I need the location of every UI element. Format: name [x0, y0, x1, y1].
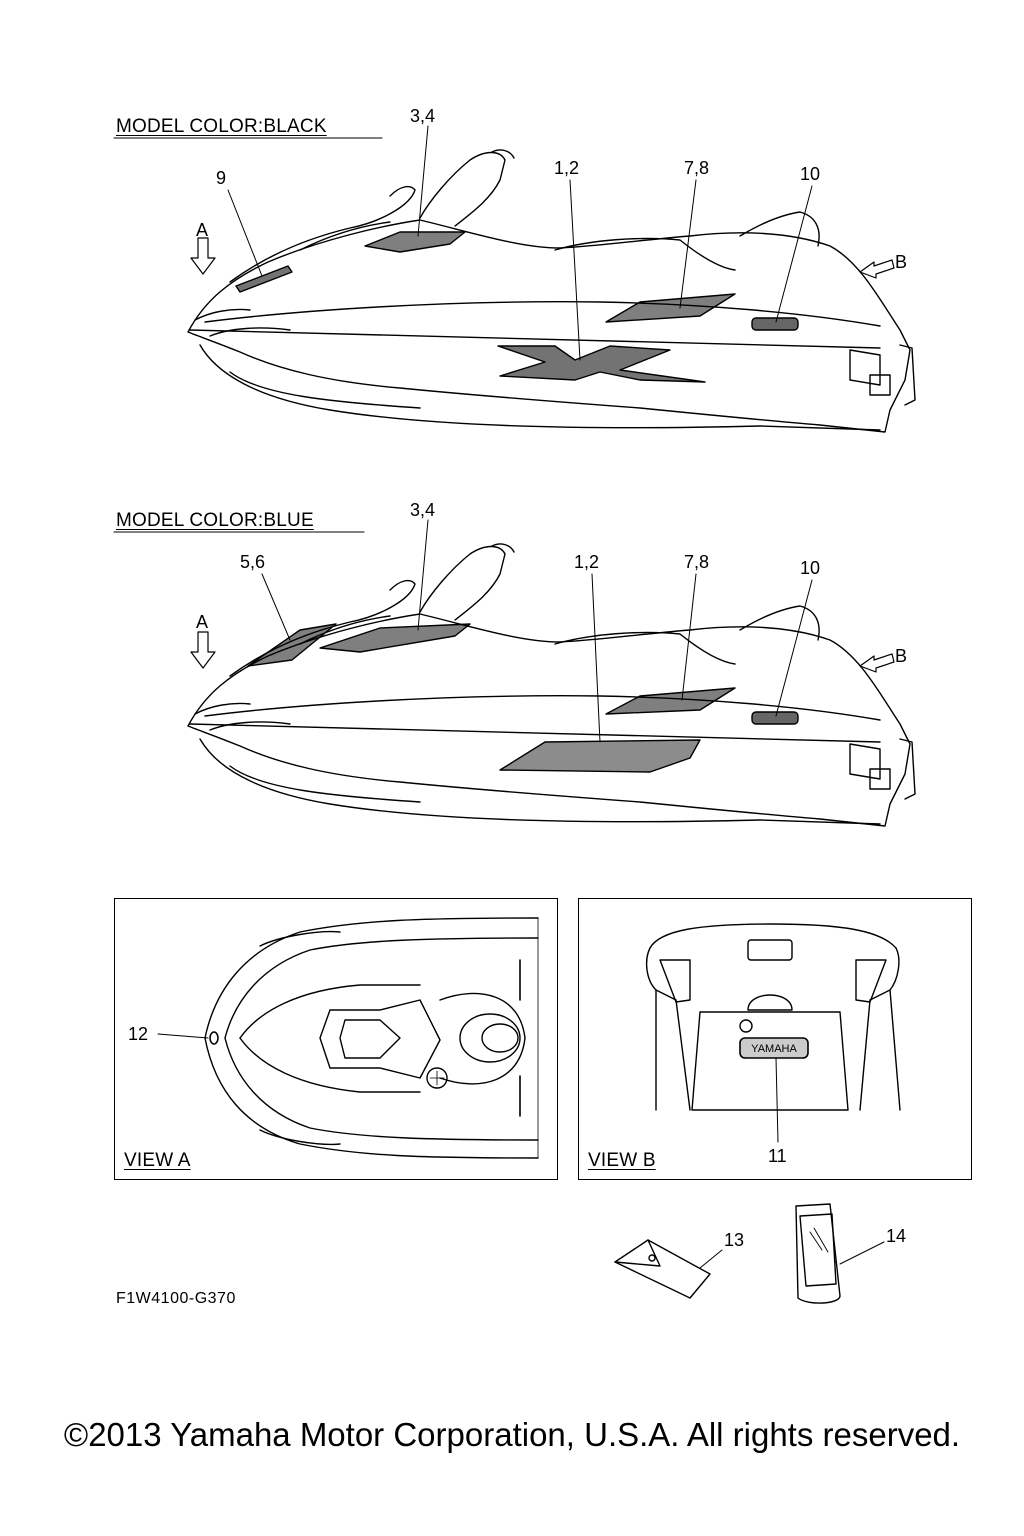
callout-3-4-black: 3,4 — [410, 106, 436, 126]
view-a-drawing — [157, 917, 539, 1159]
view-a-marker-blue: A — [196, 612, 209, 632]
callout-10-blue: 10 — [800, 558, 821, 578]
view-a-panel — [114, 898, 558, 1180]
watercraft-black — [187, 149, 916, 433]
view-b-title: VIEW B — [588, 1150, 656, 1171]
leaders-black — [227, 125, 813, 361]
callout-12: 12 — [128, 1024, 149, 1044]
view-a-title: VIEW A — [124, 1150, 191, 1171]
section-title-blue: MODEL COLOR:BLUE — [116, 510, 314, 531]
leaders-blue — [261, 519, 813, 743]
view-a-marker-black: A — [196, 220, 209, 240]
callout-9-black: 9 — [216, 168, 227, 188]
callout-3-4-blue: 3,4 — [410, 500, 436, 520]
callout-11: 11 — [768, 1146, 787, 1166]
callout-1-2-black: 1,2 — [554, 158, 580, 178]
figure-code: F1W4100-G370 — [116, 1290, 236, 1307]
callout-7-8-black: 7,8 — [684, 158, 710, 178]
watercraft-blue — [187, 543, 916, 827]
part-13-pouch — [614, 1239, 723, 1299]
line-art: YAMAHA — [113, 125, 916, 1304]
view-b-marker-blue: B — [895, 646, 908, 666]
callout-5-6-blue: 5,6 — [240, 552, 266, 572]
callout-13: 13 — [724, 1230, 745, 1250]
callout-14: 14 — [886, 1226, 907, 1246]
decals-black — [235, 231, 799, 383]
callout-1-2-blue: 1,2 — [574, 552, 600, 572]
part-14-holder — [795, 1203, 885, 1304]
view-b-drawing — [645, 923, 901, 1143]
view-b-badge-text: YAMAHA — [751, 1043, 797, 1055]
view-b-panel — [578, 898, 972, 1180]
copyright-footer: ©2013 Yamaha Motor Corporation, U.S.A. A… — [63, 1416, 961, 1453]
section-title-black: MODEL COLOR:BLACK — [116, 116, 327, 137]
callout-7-8-blue: 7,8 — [684, 552, 710, 572]
view-b-marker-black: B — [895, 252, 908, 272]
decals-blue — [247, 623, 799, 773]
callout-10-black: 10 — [800, 164, 821, 184]
